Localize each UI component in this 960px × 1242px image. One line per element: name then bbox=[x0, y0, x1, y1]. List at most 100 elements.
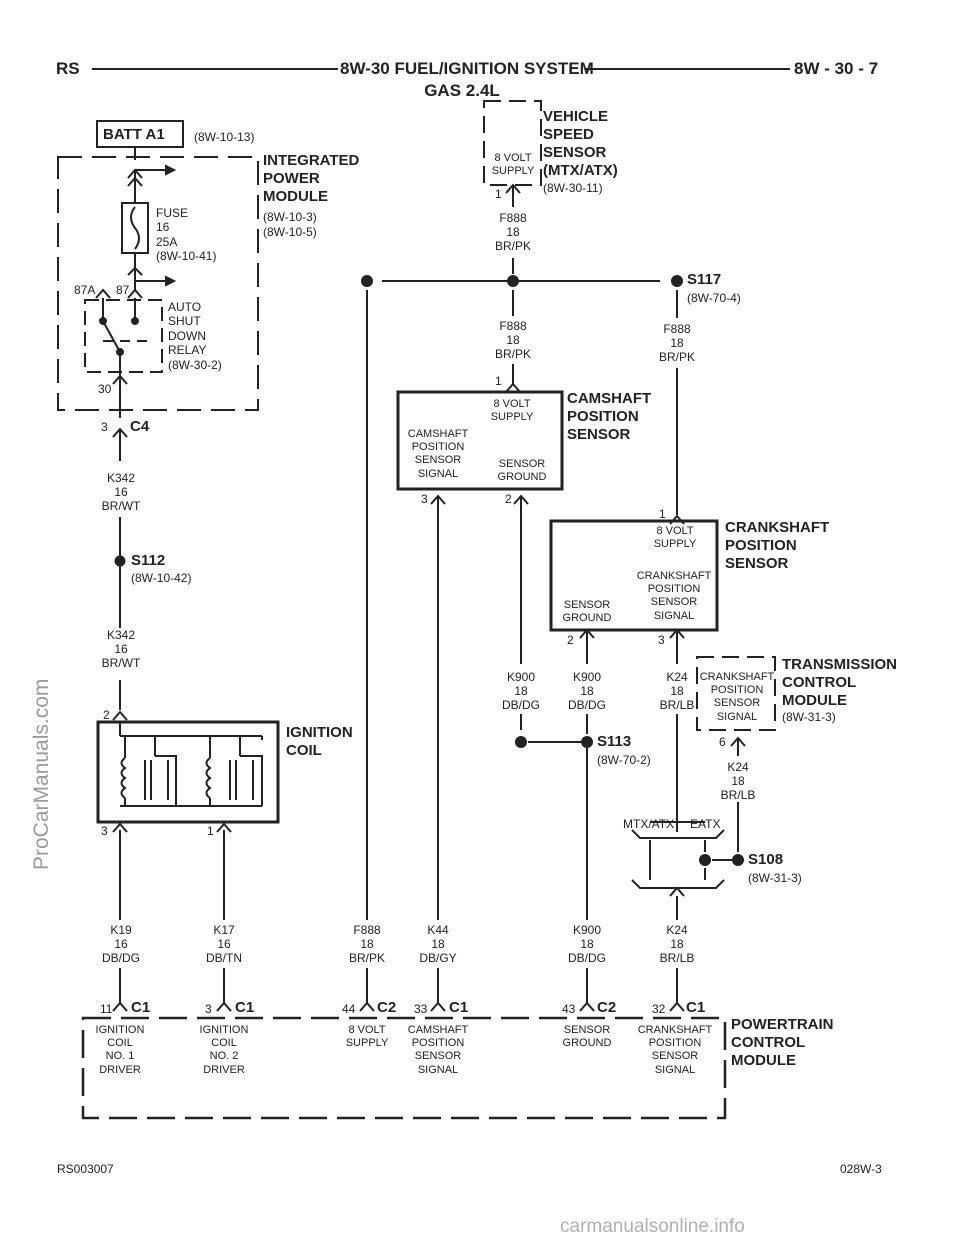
ipm-box bbox=[57, 156, 259, 411]
cmp-supply: 8 VOLT SUPPLY bbox=[490, 398, 534, 424]
coil-pin-top: 2 bbox=[103, 708, 110, 722]
eatx-label: EATX bbox=[690, 817, 721, 831]
wire-f888-bottom: F888 18 BR/PK bbox=[348, 923, 385, 965]
wire-k342-bot: K342 16 BR/WT bbox=[101, 628, 141, 670]
cmp-pin-gnd: 2 bbox=[505, 492, 512, 506]
s108-ref: (8W-31-3) bbox=[748, 871, 802, 885]
ckp-box bbox=[549, 519, 719, 632]
wire-k24-bottom: K24 18 BR/LB bbox=[659, 923, 695, 965]
header-title: 8W-30 FUEL/IGNITION SYSTEM bbox=[340, 59, 594, 78]
pcm-conn-33: C1 bbox=[449, 999, 469, 1016]
wire-f888-c: F888 18 BR/PK bbox=[658, 322, 695, 364]
pcm-func-43: SENSOR GROUND bbox=[562, 1024, 612, 1050]
footer-right: 028W-3 bbox=[840, 1162, 882, 1176]
header-right: 8W - 30 - 7 bbox=[794, 59, 879, 78]
cmp-signal: CAMSHAFT POSITION SENSOR SIGNAL bbox=[407, 428, 469, 480]
ckp-ground: SENSOR GROUND bbox=[562, 599, 612, 625]
wire-k342-top: K342 16 BR/WT bbox=[101, 471, 141, 513]
relay-label: AUTO SHUT DOWN RELAY (8W-30-2) bbox=[168, 300, 222, 372]
ckp-signal: CRANKSHAFT POSITION SENSOR SIGNAL bbox=[636, 570, 712, 622]
relay-box bbox=[84, 299, 163, 373]
s117-ref: (8W-70-4) bbox=[687, 291, 741, 305]
header-left: RS bbox=[56, 59, 80, 78]
c4-pin: 3 bbox=[101, 420, 108, 434]
c4-label: C4 bbox=[130, 418, 150, 435]
s112-label: S112 bbox=[131, 552, 166, 569]
pcm-pin-32: 32 bbox=[652, 1002, 666, 1016]
ipm-refs: (8W-10-3) (8W-10-5) bbox=[263, 210, 317, 239]
pcm-pin-44: 44 bbox=[342, 1002, 356, 1016]
s113-ref: (8W-70-2) bbox=[597, 753, 651, 767]
pcm-pin-3: 3 bbox=[205, 1002, 212, 1016]
pcm-func-44: 8 VOLT SUPPLY bbox=[345, 1024, 389, 1050]
cmp-pin-top: 1 bbox=[495, 374, 502, 388]
coil-pin-right: 1 bbox=[207, 824, 214, 838]
s108-splice-dot bbox=[732, 854, 744, 866]
s108-label: S108 bbox=[748, 851, 784, 868]
wire-k24-a: K24 18 BR/LB bbox=[659, 670, 695, 712]
relay-pin-30: 30 bbox=[98, 382, 112, 396]
ckp-title: CRANKSHAFT POSITION SENSOR bbox=[725, 519, 830, 572]
f888-bus-mid-dot bbox=[507, 275, 519, 287]
pcm-conn-43: C2 bbox=[597, 999, 617, 1016]
wire-k900-a: K900 18 DB/DG bbox=[501, 670, 540, 712]
batt-ref: (8W-10-13) bbox=[194, 130, 255, 144]
s112-ref: (8W-10-42) bbox=[131, 571, 192, 585]
tcm-box bbox=[696, 656, 776, 731]
s113-left-dot bbox=[515, 736, 527, 748]
ipm-title: INTEGRATED POWER MODULE bbox=[263, 152, 360, 205]
wire-f888-b: F888 18 BR/PK bbox=[494, 319, 531, 361]
pcm-title: POWERTRAIN CONTROL MODULE bbox=[731, 1016, 834, 1069]
coil-pin-left: 3 bbox=[101, 824, 108, 838]
vss-pin: 1 bbox=[495, 187, 502, 201]
tcm-title: TRANSMISSION CONTROL MODULE bbox=[782, 656, 898, 709]
s113-splice-dot bbox=[581, 736, 593, 748]
relay-pin-87a: 87A bbox=[74, 283, 96, 297]
tcm-ref: (8W-31-3) bbox=[782, 710, 836, 724]
ckp-pin-top: 1 bbox=[659, 507, 666, 521]
pcm-pin-33: 33 bbox=[414, 1002, 428, 1016]
pcm-func-33: CAMSHAFT POSITION SENSOR SIGNAL bbox=[407, 1024, 469, 1076]
cmp-ground: SENSOR GROUND bbox=[497, 458, 547, 484]
pcm-conn-44: C2 bbox=[377, 999, 397, 1016]
ignition-coil-box bbox=[96, 720, 280, 824]
ckp-pin-gnd: 2 bbox=[567, 633, 574, 647]
vss-ref: (8W-30-11) bbox=[543, 181, 603, 195]
cmp-title: CAMSHAFT POSITION SENSOR bbox=[567, 390, 652, 443]
cmp-box bbox=[396, 390, 564, 491]
pcm-conn-11: C1 bbox=[131, 999, 151, 1016]
cmp-pin-sig: 3 bbox=[421, 492, 428, 506]
vss-inner: 8 VOLT SUPPLY bbox=[491, 152, 535, 178]
batt-box bbox=[96, 120, 184, 148]
vss-box bbox=[483, 100, 542, 186]
pcm-conn-3: C1 bbox=[235, 999, 255, 1016]
pcm-func-11: IGNITION COIL NO. 1 DRIVER bbox=[95, 1024, 145, 1076]
footer-left: RS003007 bbox=[57, 1162, 114, 1176]
s117-splice-dot bbox=[671, 275, 683, 287]
pcm-func-32: CRANKSHAFT POSITION SENSOR SIGNAL bbox=[637, 1024, 713, 1076]
ignition-coil-title: IGNITION COIL bbox=[286, 724, 353, 759]
relay-pin-87: 87 bbox=[116, 283, 130, 297]
pcm-pin-11: 11 bbox=[100, 1002, 113, 1016]
batt-label: BATT A1 bbox=[103, 126, 165, 143]
ckp-pin-sig: 3 bbox=[658, 633, 665, 647]
f888-bus-left-dot bbox=[361, 275, 373, 287]
pcm-box bbox=[81, 1016, 727, 1120]
wire-k24-b: K24 18 BR/LB bbox=[720, 760, 756, 802]
s117-label: S117 bbox=[687, 271, 722, 288]
wire-k17: K17 16 DB/TN bbox=[206, 923, 242, 965]
s112-splice-dot bbox=[114, 555, 126, 567]
wire-k44: K44 18 DB/GY bbox=[419, 923, 457, 965]
tcm-pin: 6 bbox=[719, 735, 726, 749]
mtx-label: MTX/ATX bbox=[623, 817, 675, 831]
s108-left-dot bbox=[699, 854, 711, 866]
wire-k900-b: K900 18 DB/DG bbox=[567, 670, 606, 712]
s113-label: S113 bbox=[597, 733, 632, 750]
pcm-pin-43: 43 bbox=[562, 1002, 576, 1016]
wire-f888-a: F888 18 BR/PK bbox=[494, 211, 531, 253]
side-watermark: ProCarManuals.com bbox=[30, 678, 53, 870]
fuse-label: FUSE 16 25A (8W-10-41) bbox=[156, 206, 217, 264]
bottom-watermark: carmanualsonline.info bbox=[560, 1216, 745, 1237]
wire-k900-bottom: K900 18 DB/DG bbox=[567, 923, 606, 965]
